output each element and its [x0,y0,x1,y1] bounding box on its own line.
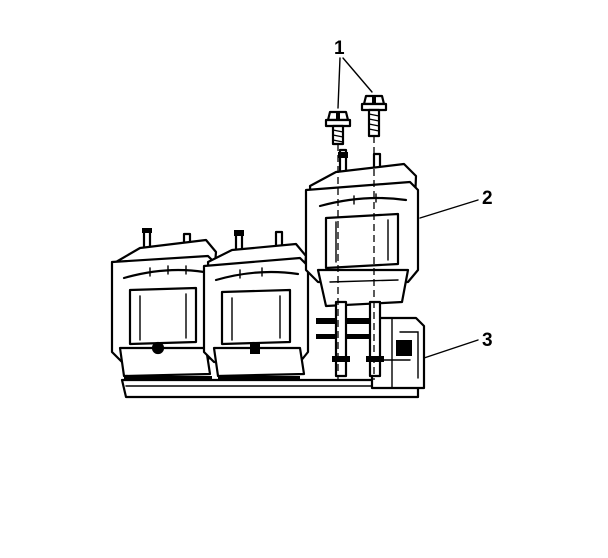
callout-2-label: 2 [482,188,493,209]
callout-1-label: 1 [334,38,345,59]
ignition-coil-left [110,228,218,378]
bolt-alignment-lines [337,136,375,380]
callout-leader-lines [337,57,479,359]
ignition-coil-right [304,148,420,378]
mounting-bolt-right [360,94,388,138]
ignition-coil-middle [202,230,310,378]
mounting-bolt-left [324,110,352,146]
callout-3-label: 3 [482,330,493,351]
